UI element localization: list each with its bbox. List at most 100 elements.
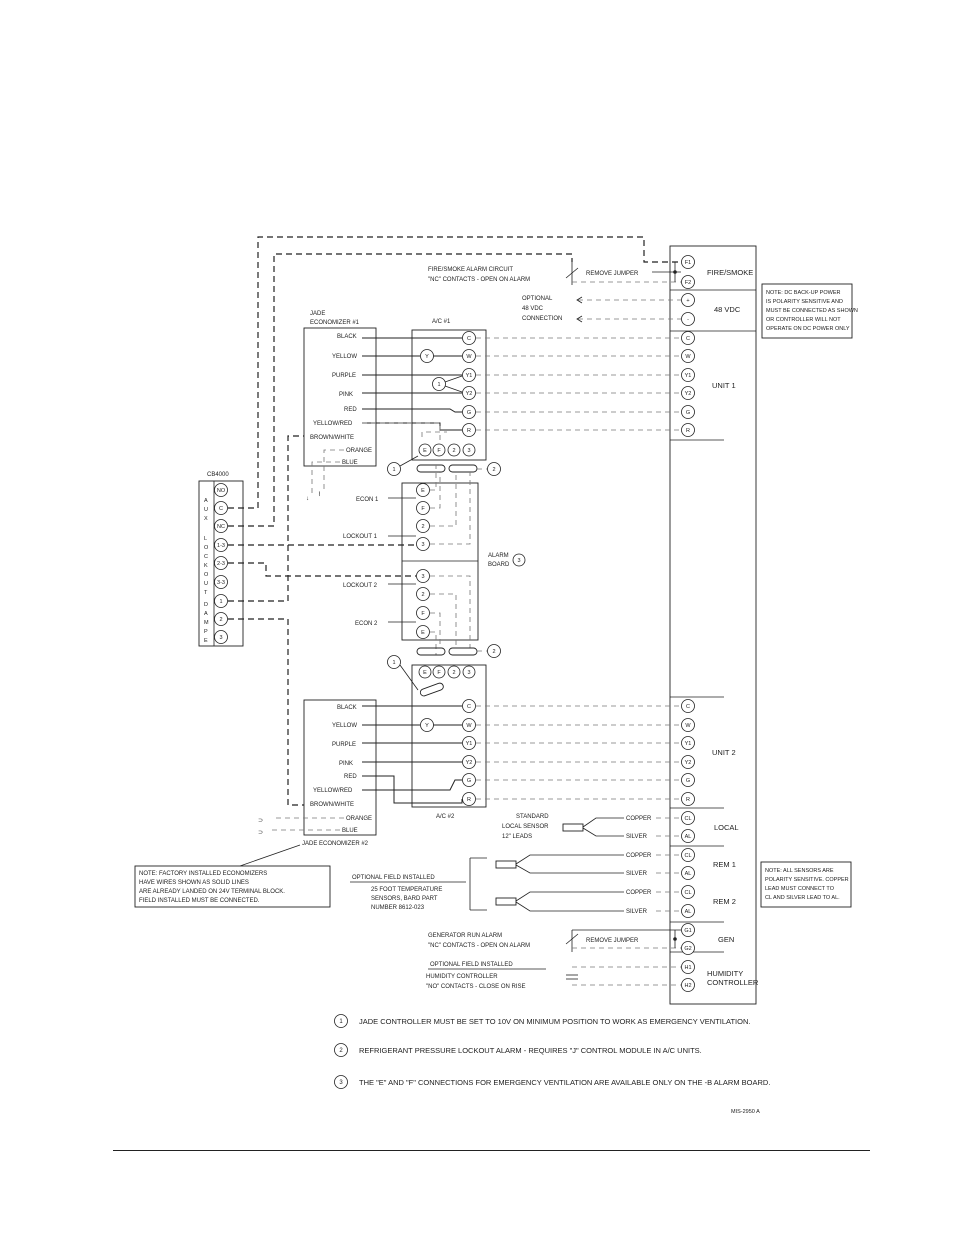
svg-text:+: +: [686, 298, 689, 304]
svg-text:OPERATE ON DC POWER ONLY: OPERATE ON DC POWER ONLY: [766, 326, 850, 332]
svg-text:REMOVE JUMPER: REMOVE JUMPER: [586, 271, 639, 277]
svg-text:SILVER: SILVER: [626, 909, 648, 915]
svg-text:ORANGE: ORANGE: [346, 448, 372, 454]
footnotes: 1 JADE CONTROLLER MUST BE SET TO 10V ON …: [334, 1014, 770, 1115]
fire-smoke-circuit: FIRE/SMOKE ALARM CIRCUIT "NC" CONTACTS -…: [428, 262, 681, 285]
svg-text:⌇: ⌇: [318, 491, 321, 498]
svg-text:F: F: [421, 506, 425, 512]
ac1-terminal-e: E: [418, 443, 432, 457]
svg-text:LOCKOUT 1: LOCKOUT 1: [343, 534, 378, 540]
ab-terminal-2a: 2: [416, 519, 430, 533]
terminal-u2-y1: Y1: [681, 736, 695, 750]
svg-text:2: 2: [219, 617, 222, 623]
rem2-label: REM 2: [713, 897, 736, 906]
ac2-terminal-r: R: [462, 792, 476, 806]
ab-terminal-f1: F: [416, 501, 430, 515]
ac1-terminal-w: W: [462, 349, 476, 363]
svg-text:STANDARD: STANDARD: [516, 814, 549, 820]
svg-text:BROWN/WHITE: BROWN/WHITE: [310, 435, 354, 441]
ac2-terminal-e: E: [418, 665, 432, 679]
ab-terminal-e1: E: [416, 483, 430, 497]
sensor-note-box: NOTE: ALL SENSORS ARE POLARITY SENSITIVE…: [760, 861, 852, 908]
svg-text:A: A: [204, 611, 208, 617]
svg-text:YELLOW/RED: YELLOW/RED: [313, 788, 353, 794]
svg-text:⊃: ⊃: [258, 818, 263, 824]
svg-text:PURPLE: PURPLE: [332, 742, 356, 748]
terminal-u2-c: C: [681, 699, 695, 713]
svg-text:P: P: [204, 629, 208, 635]
svg-text:NOTE: DC BACK-UP POWER: NOTE: DC BACK-UP POWER: [766, 290, 840, 296]
svg-text:HUMIDITY CONTROLLER: HUMIDITY CONTROLLER: [426, 974, 498, 980]
humidity-label1: HUMIDITY: [707, 969, 743, 978]
controller-terminals: F1 F2 + - C W Y1 Y2 G R C W Y1 Y2 G R CL…: [681, 255, 695, 992]
svg-text:ORANGE: ORANGE: [346, 816, 372, 822]
svg-text:G: G: [467, 778, 471, 784]
cb-terminal-3-3: 3-3: [214, 575, 228, 589]
svg-text:PINK: PINK: [339, 392, 353, 398]
ac2-terminal-3: 3: [462, 665, 476, 679]
svg-text:COPPER: COPPER: [626, 816, 652, 822]
svg-text:YELLOW: YELLOW: [332, 354, 357, 360]
svg-text:3: 3: [467, 448, 470, 454]
svg-text:BLACK: BLACK: [337, 705, 357, 711]
svg-text:R: R: [686, 797, 690, 803]
terminal-f2: F2: [681, 275, 695, 289]
ab-terminal-2b: 2: [416, 587, 430, 601]
svg-text:C: C: [467, 336, 471, 342]
svg-text:BOARD: BOARD: [488, 562, 510, 568]
ac2-terminal-2: 2: [447, 665, 461, 679]
svg-text:POLARITY SENSITIVE. COPPER: POLARITY SENSITIVE. COPPER: [765, 877, 849, 883]
svg-text:NOTE: FACTORY INSTALLED ECONOM: NOTE: FACTORY INSTALLED ECONOMIZERS: [139, 871, 267, 877]
svg-text:ECONOMIZER #1: ECONOMIZER #1: [310, 320, 360, 326]
gen-label: GEN: [718, 935, 734, 944]
terminal-u2-r: R: [681, 792, 695, 806]
svg-text:ALARM: ALARM: [488, 553, 509, 559]
svg-text:3: 3: [517, 558, 520, 564]
ac2-terminal-y2: Y2: [462, 755, 476, 769]
svg-text:G1: G1: [684, 928, 691, 934]
economizer-2: JADE ECONOMIZER #2 BLACK YELLOW PURPLE P…: [258, 699, 463, 847]
svg-text:C: C: [204, 554, 208, 560]
svg-text:E: E: [204, 638, 208, 644]
svg-text:3: 3: [421, 542, 424, 548]
svg-text:1: 1: [392, 467, 395, 473]
humidity-controller: OPTIONAL FIELD INSTALLED HUMIDITY CONTRO…: [426, 962, 681, 990]
econ1-ground-leads: ↓ ⌇: [306, 449, 344, 502]
controller-panel: FIRE/SMOKE 48 VDC UNIT 1 UNIT 2 LOCAL RE…: [669, 245, 759, 1005]
svg-text:3: 3: [467, 670, 470, 676]
ab-terminal-3a: 3: [416, 537, 430, 551]
svg-text:⊃: ⊃: [258, 830, 263, 836]
svg-text:GENERATOR RUN ALARM: GENERATOR RUN ALARM: [428, 933, 502, 939]
drawing-number: MIS-2950 A: [731, 1109, 760, 1115]
terminal-u1-g: G: [681, 405, 695, 419]
svg-text:F: F: [437, 448, 441, 454]
svg-text:CL: CL: [684, 853, 691, 859]
ac1-terminal-f: F: [432, 443, 446, 457]
svg-text:A/C #1: A/C #1: [432, 319, 451, 325]
svg-text:JADE CONTROLLER MUST BE SET TO: JADE CONTROLLER MUST BE SET TO 10V ON MI…: [359, 1017, 750, 1026]
svg-text:3: 3: [339, 1080, 343, 1086]
svg-text:ECON 2: ECON 2: [355, 621, 378, 627]
svg-text:SILVER: SILVER: [626, 834, 648, 840]
cb-terminal-nc: NC: [214, 519, 228, 533]
terminal-dc-minus: -: [681, 312, 695, 326]
svg-text:W: W: [466, 723, 472, 729]
svg-text:1: 1: [339, 1019, 343, 1025]
svg-text:CB4000: CB4000: [207, 472, 229, 478]
svg-text:F2: F2: [685, 280, 691, 286]
svg-text:CL: CL: [684, 890, 691, 896]
local-label: LOCAL: [714, 823, 739, 832]
local-sensor: STANDARD LOCAL SENSOR 12" LEADS COPPER S…: [502, 814, 681, 840]
svg-text:Y2: Y2: [685, 760, 692, 766]
svg-text:HAVE WIRES SHOWN AS SOLID LINE: HAVE WIRES SHOWN AS SOLID LINES: [139, 880, 249, 886]
svg-text:BLUE: BLUE: [342, 460, 358, 466]
terminal-h1: H1: [681, 960, 695, 974]
ac1-terminal-y1: Y1: [462, 368, 476, 382]
svg-text:G: G: [686, 410, 690, 416]
cb-terminal-1-3: 1-3: [214, 538, 228, 552]
svg-text:YELLOW/RED: YELLOW/RED: [313, 421, 353, 427]
terminal-local-cl: CL: [681, 811, 695, 825]
rem1-label: REM 1: [713, 860, 736, 869]
ac1-terminal-3: 3: [462, 443, 476, 457]
svg-text:YELLOW: YELLOW: [332, 723, 357, 729]
